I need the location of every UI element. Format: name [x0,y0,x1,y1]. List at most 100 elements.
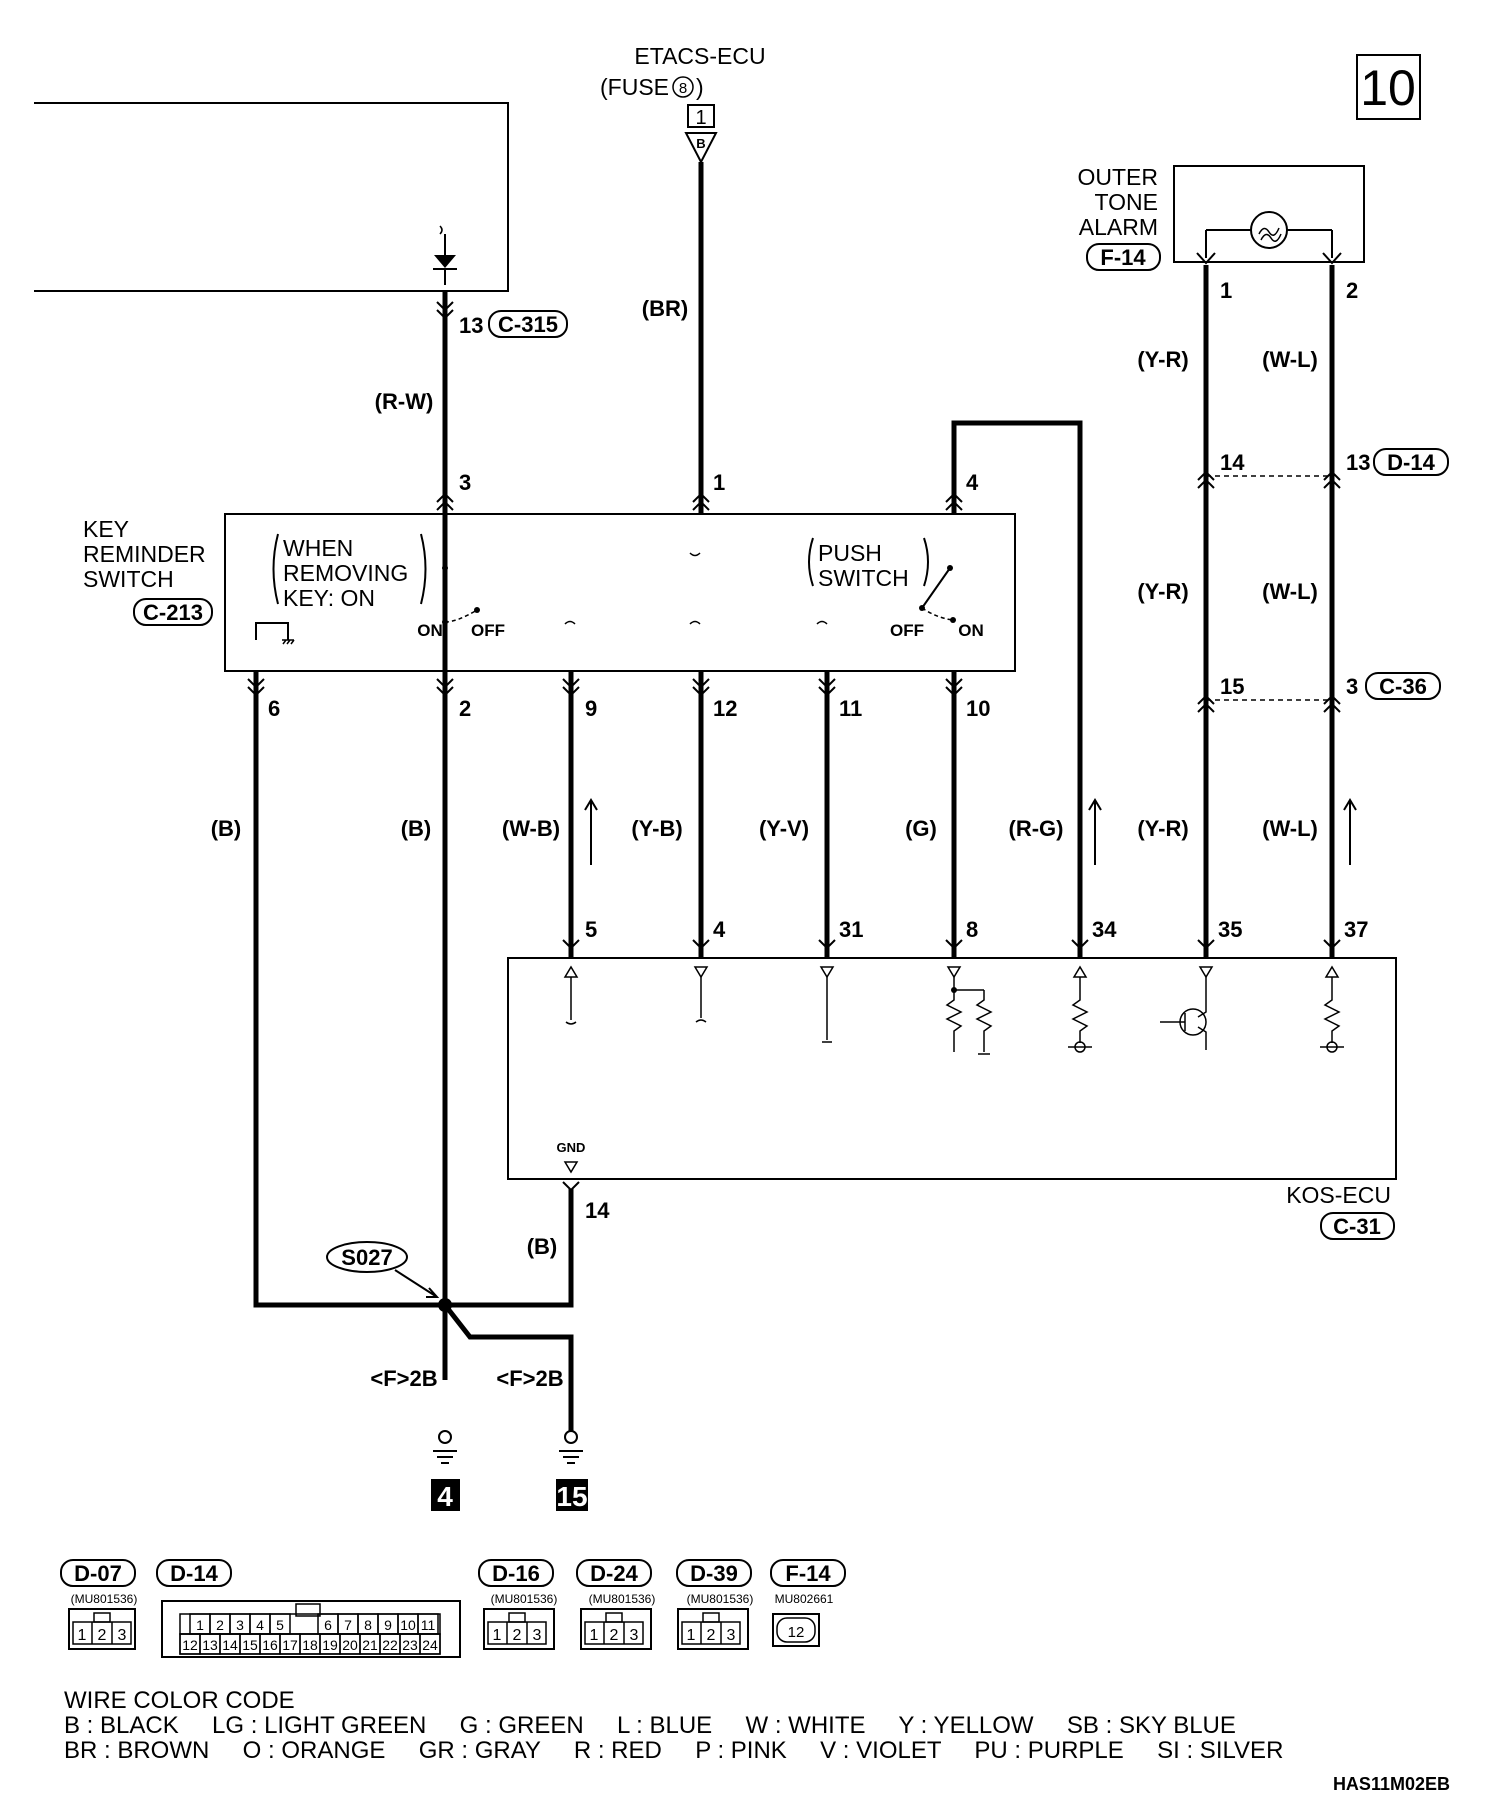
svg-text:(Y-B): (Y-B) [631,816,682,841]
svg-text:5: 5 [585,917,597,942]
top-pin-labels: 13 C-315 3 1 4 14 13 D-14 15 3 C-36 [459,310,1449,700]
svg-text:1: 1 [590,1627,599,1644]
kos-ecu: KOS-ECU C-31 GND 14 [507,957,1397,1240]
svg-text:SWITCH: SWITCH [83,566,174,592]
alarm-connector-badge [1086,243,1161,271]
page-badge: 10 [1356,54,1421,120]
ground-section: S027 <F>2B <F>2B 4 15 [326,1241,588,1512]
svg-text:3: 3 [1346,674,1358,699]
svg-text:D-14: D-14 [1387,450,1435,475]
etacs-terminal-box [687,104,715,128]
svg-text:(Y-V): (Y-V) [759,816,809,841]
svg-text:(B): (B) [211,816,242,841]
d14-pin-number: 7 [344,1617,352,1633]
svg-text:(B): (B) [527,1234,558,1259]
svg-text:MU802661: MU802661 [775,1592,834,1606]
svg-text:S027: S027 [341,1245,392,1270]
svg-text:OFF: OFF [890,621,924,640]
d14-pin-number: 2 [216,1617,224,1633]
svg-text:ON: ON [417,621,443,640]
svg-text:9: 9 [585,696,597,721]
d14-pin-number: 21 [362,1637,378,1653]
svg-text:PUSH: PUSH [818,540,882,566]
d14-pin-number: 13 [202,1637,218,1653]
svg-text:(B): (B) [401,816,432,841]
switch-bottom-pins: 6 2 9 12 11 10 [268,696,990,721]
svg-text:31: 31 [839,917,863,942]
svg-text:35: 35 [1218,917,1242,942]
connector-chevrons [247,301,1341,1192]
fuse-number: 8 [679,80,687,97]
d14-pin-number: 9 [384,1617,392,1633]
page-badge-number: 10 [1360,60,1416,116]
d14-pin-number: 10 [400,1617,416,1633]
svg-text:(W-L): (W-L) [1262,579,1318,604]
svg-text:(W-L): (W-L) [1262,816,1318,841]
svg-text:(MU801536): (MU801536) [491,1592,558,1606]
wire-color-legend: WIRE COLOR CODE B : BLACK LG : LIGHT GRE… [64,1687,1283,1764]
svg-text:3: 3 [630,1627,639,1644]
svg-text:F-14: F-14 [1100,245,1146,270]
svg-text:11: 11 [839,696,862,721]
svg-text:B : BLACK LG : LIGHT GREEN: B : BLACK LG : LIGHT GREEN G : GREEN L :… [64,1712,1236,1739]
etacs-ecu: ETACS-ECU (FUSE 8 ) 1 B (BR) [600,43,766,321]
d14-pin-number: 5 [276,1617,284,1633]
upstream-diode-icon [433,225,457,285]
etacs-fuse-close: ) [696,74,704,100]
svg-text:REMINDER: REMINDER [83,541,206,567]
d14-pin-number: 4 [256,1617,264,1633]
diagram-code: HAS11M02EB [1333,1774,1450,1794]
d14-pin-number: 16 [262,1637,278,1653]
d14-pin-number: 3 [236,1617,244,1633]
svg-text:(Y-R): (Y-R) [1137,579,1188,604]
svg-text:(G): (G) [905,816,937,841]
fuse-number-circle [672,76,694,98]
svg-text:(Y-R): (Y-R) [1137,347,1188,372]
outer-tone-alarm: OUTER TONE ALARM F-14 1 2 [1078,164,1365,303]
svg-text:C-31: C-31 [1333,1214,1381,1239]
svg-text:13: 13 [1346,450,1370,475]
svg-text:1: 1 [493,1627,502,1644]
svg-text:3: 3 [118,1627,127,1644]
d14-pin-number: 1 [196,1617,204,1633]
d14-pin-number: 19 [322,1637,338,1653]
svg-text:2: 2 [459,696,471,721]
svg-text:ALARM: ALARM [1079,214,1158,240]
splice-badge [326,1241,408,1273]
d14-pin-number: 24 [422,1637,438,1653]
svg-text:1: 1 [713,470,725,495]
d14-pin-number: 17 [282,1637,298,1653]
svg-text:3: 3 [459,470,471,495]
svg-text:C-213: C-213 [143,600,203,625]
svg-text:4: 4 [437,1481,453,1512]
svg-text:C-36: C-36 [1379,674,1427,699]
svg-text:2: 2 [707,1627,716,1644]
svg-text:TONE: TONE [1095,189,1158,215]
svg-text:WHEN: WHEN [283,535,353,561]
etacs-triangle-letter: B [696,136,705,151]
d14-pin-number: 18 [302,1637,318,1653]
d14-pin-number: 8 [364,1617,372,1633]
svg-text:KOS-ECU: KOS-ECU [1286,1182,1391,1208]
svg-text:4: 4 [966,470,979,495]
ground-right-icon [564,1430,578,1444]
svg-text:KEY: ON: KEY: ON [283,585,375,611]
svg-text:BR : BROWN O : ORANGE: BR : BROWN O : ORANGE GR : GRAY R : RED … [64,1737,1283,1764]
svg-text:8: 8 [966,917,978,942]
svg-text:1: 1 [687,1627,696,1644]
d14-pin-number: 14 [222,1637,238,1653]
svg-text:2: 2 [513,1627,522,1644]
svg-text:OUTER: OUTER [1078,164,1159,190]
svg-text:1: 1 [78,1627,87,1644]
svg-text:<F>2B: <F>2B [496,1366,563,1391]
svg-text:(MU801536): (MU801536) [71,1592,138,1606]
svg-text:(Y-R): (Y-R) [1137,816,1188,841]
svg-text:15: 15 [556,1481,587,1512]
ecu-pin-labels: 5 4 31 8 34 35 37 [585,917,1368,942]
wire-color-labels: (R-W) (Y-R) (W-L) (Y-R) (W-L) (B) (B) (W… [211,347,1318,1259]
svg-text:REMOVING: REMOVING [283,560,408,586]
svg-text:D-07: D-07 [74,1561,122,1586]
alarm-pin-1: 1 [1220,278,1232,303]
